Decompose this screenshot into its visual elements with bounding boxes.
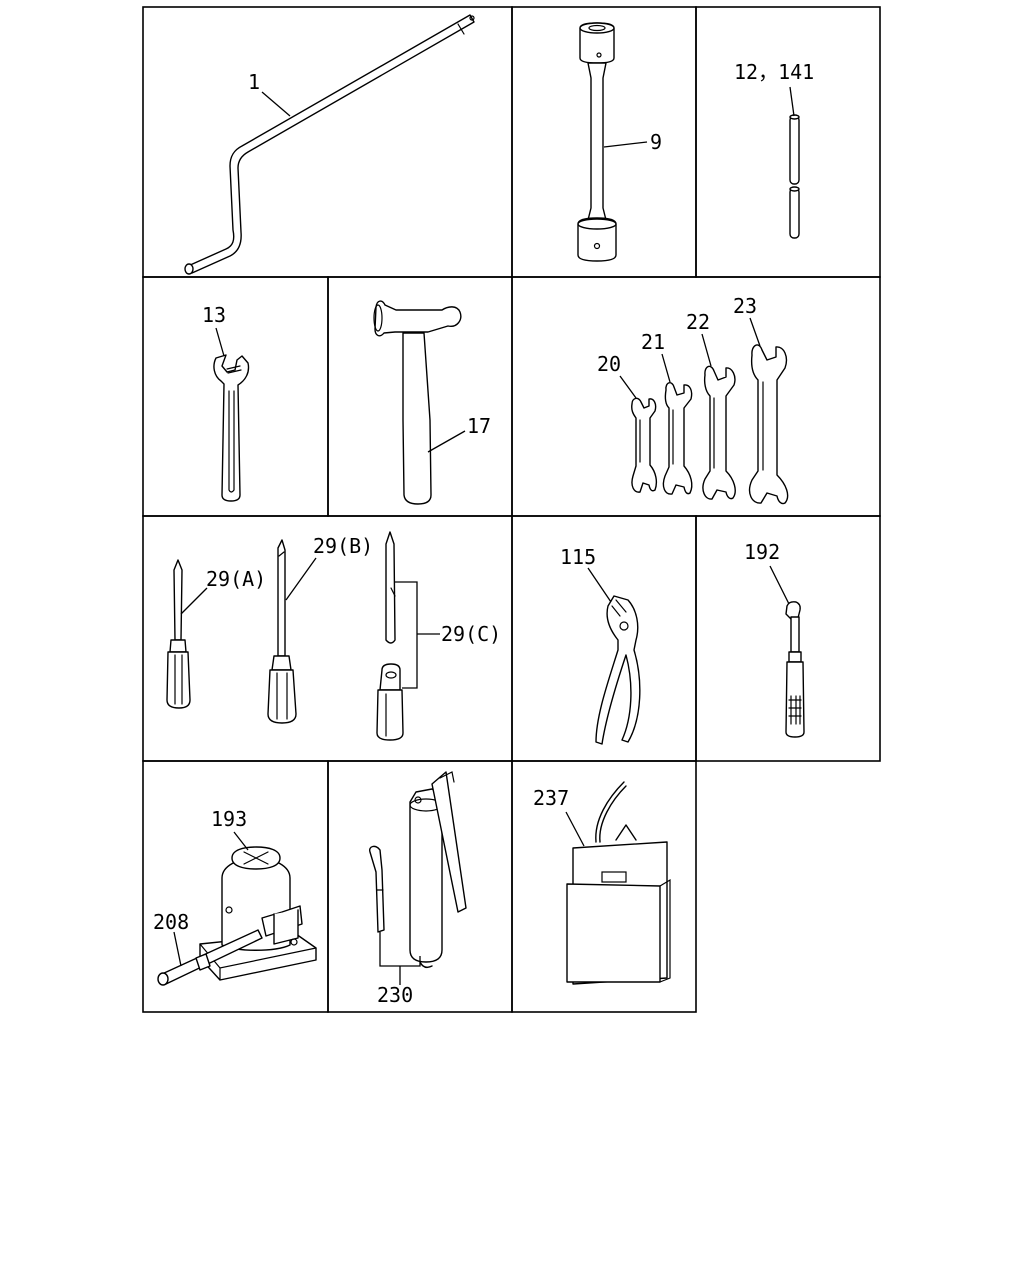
callout-115: 115 xyxy=(560,545,596,569)
leader-22 xyxy=(701,333,712,367)
callout-17: 17 xyxy=(467,414,491,438)
callout-22: 22 xyxy=(686,310,710,334)
adjustable-wrench xyxy=(213,354,250,502)
leader-29a xyxy=(180,587,208,615)
leader-20 xyxy=(619,375,637,399)
callout-192: 192 xyxy=(744,540,780,564)
socket-driver xyxy=(785,601,805,738)
screwdriver-b xyxy=(267,539,297,724)
jack-lever xyxy=(157,929,263,986)
callout-230: 230 xyxy=(377,983,413,1007)
ball-peen-hammer xyxy=(373,300,462,505)
leader-193 xyxy=(233,831,249,851)
callout-29a: 29(A) xyxy=(206,567,266,591)
callout-193: 193 xyxy=(211,807,247,831)
callout-13: 13 xyxy=(202,303,226,327)
leader-12-141 xyxy=(789,86,795,117)
callout-23: 23 xyxy=(733,294,757,318)
screwdriver-a xyxy=(166,559,191,709)
leader-115 xyxy=(587,567,612,603)
screwdriver-c xyxy=(376,531,404,741)
callout-1: 1 xyxy=(248,70,260,94)
leader-29b xyxy=(285,557,317,601)
leader-1 xyxy=(261,91,291,117)
leader-13 xyxy=(215,327,225,357)
leader-237 xyxy=(565,811,585,847)
leader-192 xyxy=(769,565,790,605)
bracket-230 xyxy=(379,932,421,985)
bracket-29c xyxy=(394,581,440,689)
callout-12-141: 12，141 xyxy=(734,60,814,84)
tool-bag xyxy=(566,781,671,985)
wheel-nut-wrench xyxy=(577,22,617,262)
callout-21: 21 xyxy=(641,330,665,354)
grease-gun xyxy=(368,771,467,969)
bottle-jack xyxy=(199,846,317,981)
leader-208 xyxy=(173,931,182,967)
double-open-end-wrenches xyxy=(631,344,789,505)
jack-handle-bar xyxy=(184,14,475,275)
leader-23 xyxy=(749,317,761,347)
leader-21 xyxy=(661,353,671,383)
callout-20: 20 xyxy=(597,352,621,376)
pin-rod xyxy=(789,114,800,239)
callout-29c: 29(C) xyxy=(441,622,501,646)
leader-17 xyxy=(427,430,466,453)
callout-208: 208 xyxy=(153,910,189,934)
slip-joint-pliers xyxy=(595,595,641,745)
callout-29b: 29(B) xyxy=(313,534,373,558)
callout-9: 9 xyxy=(650,130,662,154)
leader-9 xyxy=(603,141,648,148)
callout-237: 237 xyxy=(533,786,569,810)
panel-grid xyxy=(142,6,881,1013)
